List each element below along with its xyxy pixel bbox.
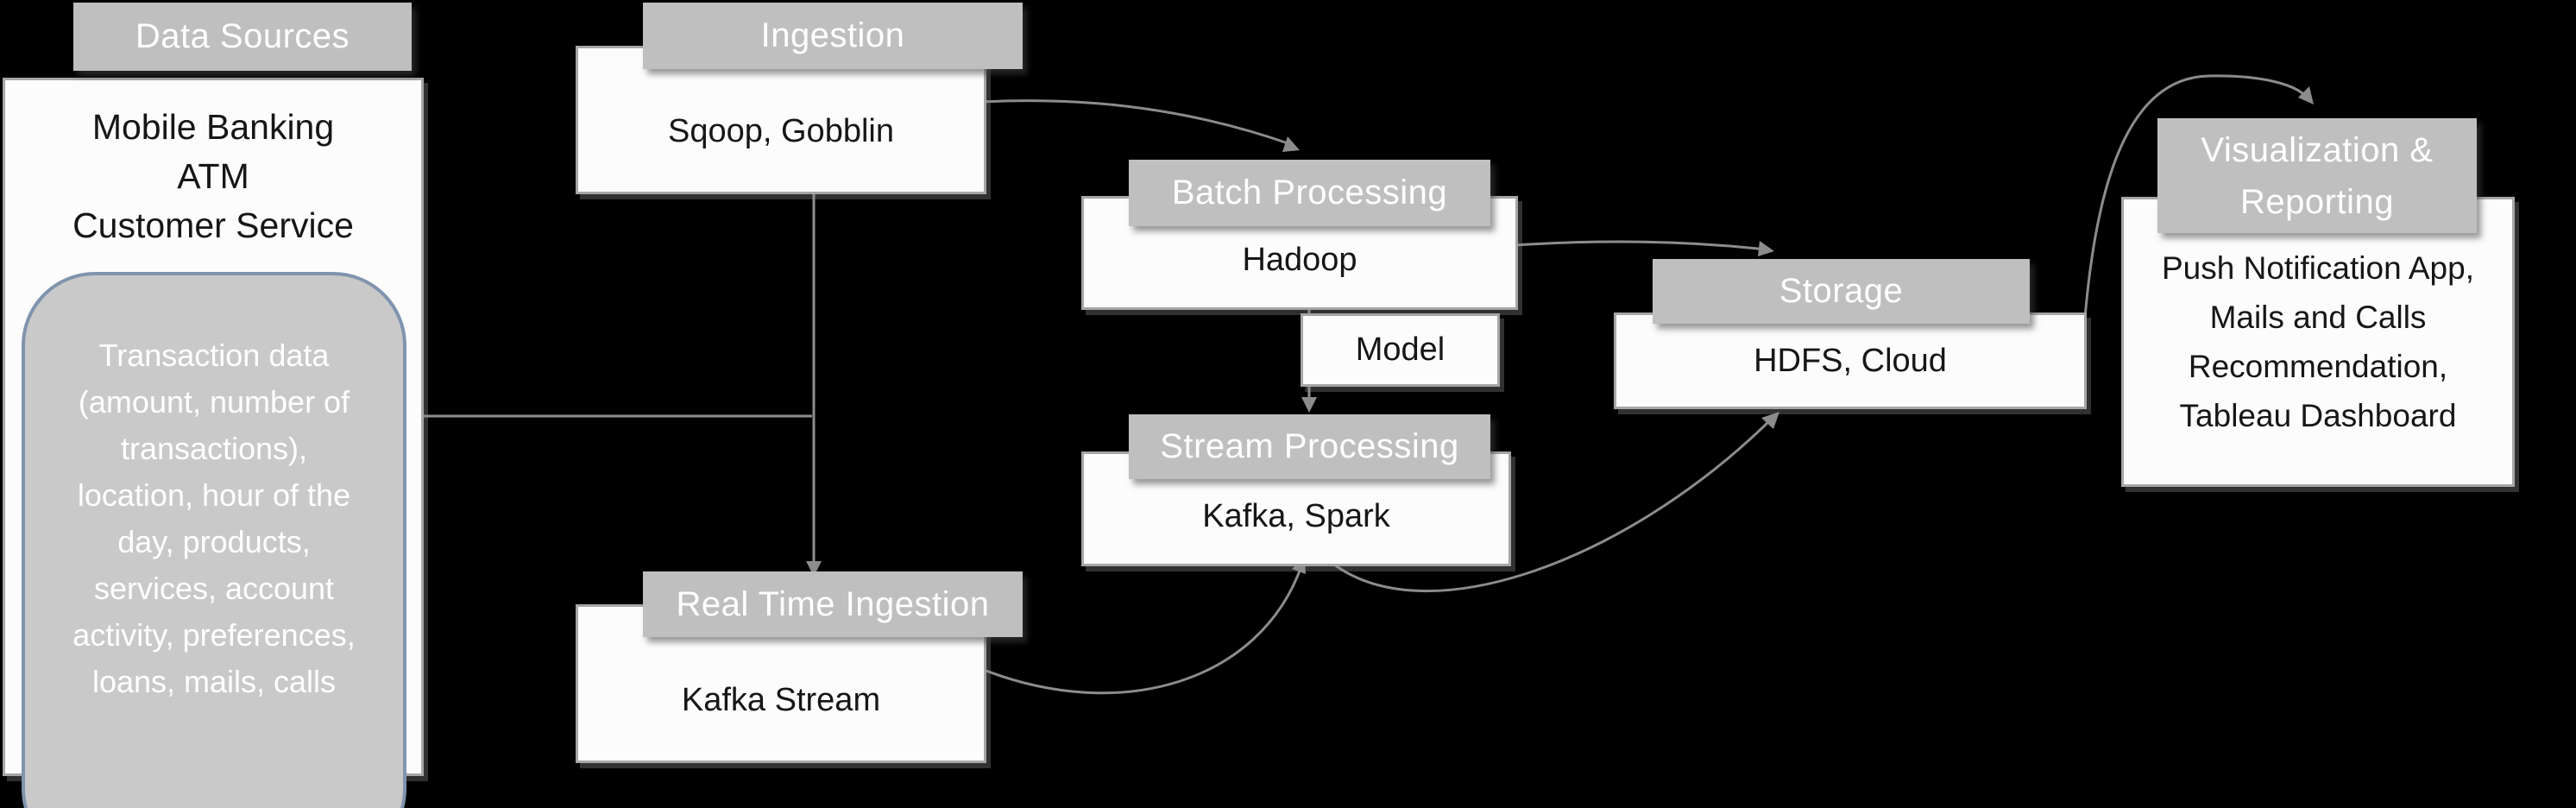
- transaction-line: location, hour of the: [77, 477, 351, 513]
- connector-realtime-stream: [983, 565, 1303, 695]
- transaction-line: services, account: [93, 571, 335, 606]
- arrowhead-storage-bottom: [1761, 412, 1779, 429]
- ingestion-body: Sqoop, Gobblin: [668, 113, 894, 149]
- model-body: Model: [1355, 331, 1445, 368]
- transaction-line: (amount, number of: [78, 384, 350, 420]
- batch-body: Hadoop: [1242, 241, 1357, 278]
- arrowhead-down-realtime: [806, 561, 822, 577]
- transaction-line: day, products,: [117, 524, 311, 559]
- node-batch-header: Batch Processing: [1129, 160, 1490, 226]
- visualization-header-line: Visualization &: [2201, 130, 2434, 169]
- node-data-sources-header: Data Sources: [73, 3, 412, 71]
- connector-ingestion-batch: [980, 99, 1294, 147]
- realtime-body: Kafka Stream: [681, 681, 881, 718]
- arrowhead-batch: [1282, 136, 1300, 152]
- node-storage-box: HDFS, Cloud: [1614, 312, 2087, 409]
- node-realtime-header: Real Time Ingestion: [643, 571, 1023, 637]
- transaction-line: Transaction data: [98, 338, 330, 373]
- connector-storage-visualization: [2078, 74, 2309, 400]
- transaction-line: loans, mails, calls: [91, 664, 337, 699]
- data-sources-line: Mobile Banking: [91, 107, 335, 147]
- storage-body: HDFS, Cloud: [1754, 342, 1947, 379]
- visualization-line: Tableau Dashboard: [2179, 398, 2457, 433]
- node-transaction-data: Transaction data (amount, number of tran…: [22, 272, 406, 808]
- visualization-header-line: Reporting: [2240, 182, 2394, 221]
- connector-hadoop-storage: [1515, 240, 1767, 251]
- node-visualization-header: Visualization & Reporting: [2157, 118, 2477, 233]
- arrowhead-visualization: [2298, 86, 2314, 104]
- arrowhead-storage-top: [1758, 241, 1774, 256]
- node-visualization-box: Push Notification App, Mails and Calls R…: [2121, 197, 2515, 487]
- node-ingestion-header: Ingestion: [643, 3, 1023, 69]
- visualization-line: Push Notification App,: [2162, 250, 2474, 286]
- transaction-line: transactions),: [120, 431, 308, 466]
- data-sources-line: Customer Service: [72, 205, 354, 245]
- stream-body: Kafka, Spark: [1202, 498, 1390, 534]
- connector-stream-storage: [1323, 418, 1773, 592]
- transaction-line: activity, preferences,: [72, 617, 356, 653]
- arrowhead-down-stream: [1301, 397, 1317, 413]
- node-model-box: Model: [1301, 313, 1500, 387]
- node-ingestion-box: Sqoop, Gobblin: [576, 46, 986, 194]
- data-sources-line: ATM: [177, 156, 249, 196]
- visualization-line: Mails and Calls: [2209, 300, 2427, 335]
- node-storage-header: Storage: [1653, 259, 2030, 324]
- node-stream-header: Stream Processing: [1129, 414, 1490, 479]
- visualization-line: Recommendation,: [2188, 349, 2448, 384]
